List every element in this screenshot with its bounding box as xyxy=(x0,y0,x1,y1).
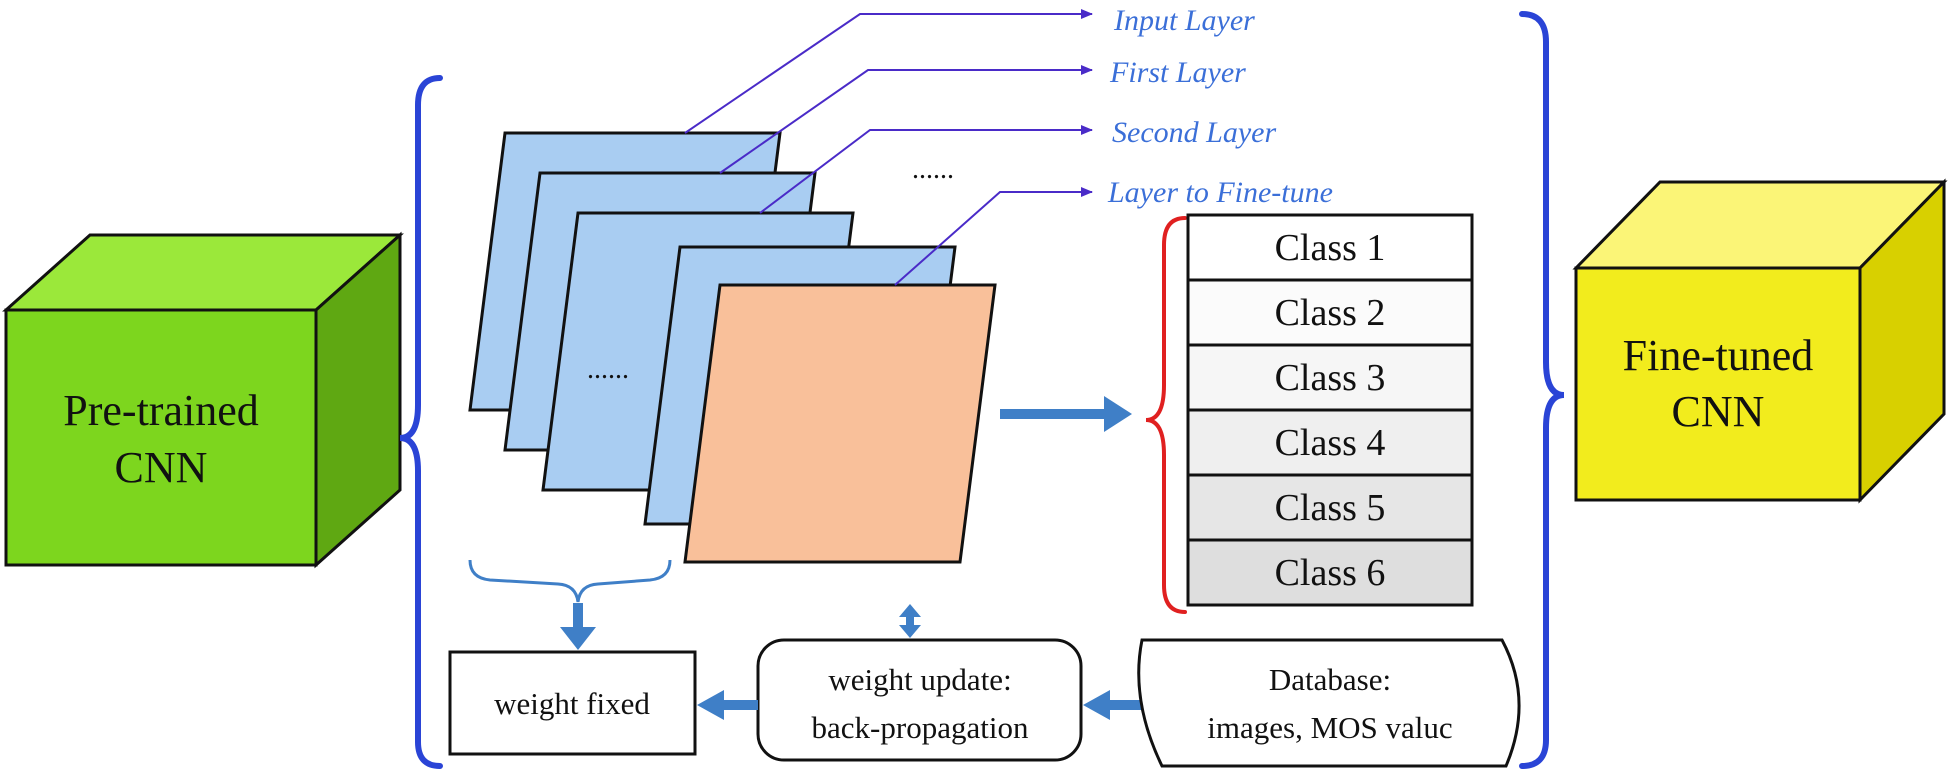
finetuned-label-line2: CNN xyxy=(1672,387,1765,436)
ellipsis-top: ...... xyxy=(912,154,954,185)
class-row xyxy=(1186,408,1474,477)
right-brace xyxy=(1519,11,1565,769)
second-layer-label: Second Layer xyxy=(1112,116,1276,149)
layer-stack xyxy=(468,131,997,564)
finetune-layer-label: Layer to Fine-tune xyxy=(1107,176,1333,209)
ellipsis-middle: ...... xyxy=(587,354,629,385)
class-label: Class 3 xyxy=(1275,357,1386,399)
weight-update-box: weight update: back-propagation xyxy=(756,638,1083,762)
fixed-layers-brace xyxy=(468,559,672,603)
database-to-update-arrow xyxy=(1083,690,1142,720)
backprop-double-arrow xyxy=(899,604,921,638)
class-label: Class 2 xyxy=(1275,292,1386,334)
class-table: Class 1 Class 2 Class 3 Class 4 Class 5 … xyxy=(1186,213,1474,607)
database-box: Database: images, MOS valuc xyxy=(1137,638,1521,768)
class-label: Class 6 xyxy=(1275,552,1386,594)
pretrained-label-line2: CNN xyxy=(115,443,208,492)
database-line1: Database: xyxy=(1269,662,1391,697)
layer-to-classes-arrow xyxy=(1000,396,1132,432)
finetuned-cnn-box: Fine-tuned CNN xyxy=(1572,178,1948,504)
pretrained-label-line1: Pre-trained xyxy=(63,386,258,435)
fixed-brace-down-arrow xyxy=(560,603,596,650)
first-layer-label: First Layer xyxy=(1109,56,1246,89)
class-row xyxy=(1186,343,1474,412)
database-line2: images, MOS valuc xyxy=(1207,710,1452,745)
weight-update-line1: weight update: xyxy=(828,662,1011,697)
class-row xyxy=(1186,213,1474,282)
finetune-layer-sheet xyxy=(683,283,997,564)
leader-lines xyxy=(684,9,1093,286)
class-brace xyxy=(1145,216,1187,614)
class-row xyxy=(1186,538,1474,607)
update-to-fixed-arrow xyxy=(697,690,758,720)
weight-fixed-box: weight fixed xyxy=(448,650,697,756)
left-brace xyxy=(399,75,443,769)
pretrained-cnn-box: Pre-trained CNN xyxy=(2,231,404,569)
input-layer-label: Input Layer xyxy=(1113,4,1255,37)
class-label: Class 5 xyxy=(1275,487,1386,529)
class-label: Class 1 xyxy=(1275,227,1386,269)
class-label: Class 4 xyxy=(1275,422,1386,464)
weight-update-line2: back-propagation xyxy=(812,710,1029,745)
class-row xyxy=(1186,278,1474,347)
weight-fixed-label: weight fixed xyxy=(494,686,650,721)
finetuned-label-line1: Fine-tuned xyxy=(1623,331,1814,380)
